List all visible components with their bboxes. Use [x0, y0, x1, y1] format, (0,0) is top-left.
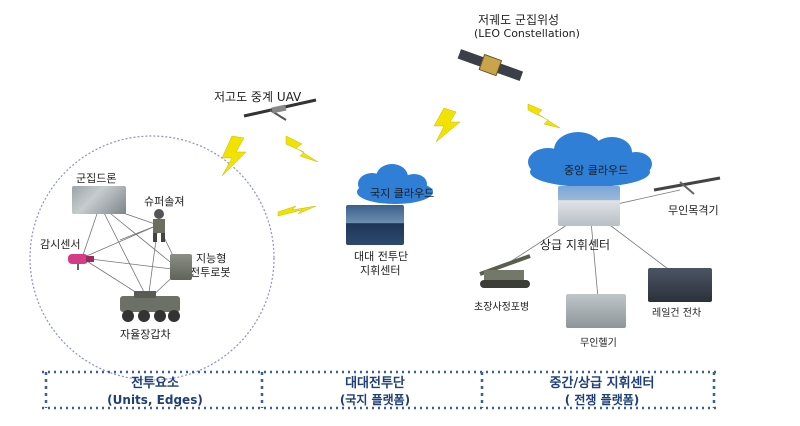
swarm-drone-label: 군집드론 — [76, 172, 117, 185]
leo-satellite-icon — [455, 48, 525, 84]
intelligent-robot-label-2: 전투로봇 — [190, 266, 231, 279]
leo-title: 저궤도 군집위성 — [478, 13, 560, 27]
section-title: 대대전투단 — [345, 376, 405, 391]
autonomous-vehicle-icon — [114, 290, 186, 324]
section-command-center: 중간/상급 지휘센터 ( 전쟁 플랫폼) — [512, 375, 692, 409]
central-cloud — [528, 132, 652, 187]
central-cloud-label: 중앙 클라우드 — [564, 164, 629, 177]
railgun-tank-label: 레일건 전차 — [652, 308, 702, 319]
intelligent-robot-image — [170, 254, 192, 280]
section-title: 전투요소 — [131, 376, 179, 391]
local-cloud — [357, 164, 433, 204]
intelligent-robot-label-1: 지능형 — [196, 252, 227, 265]
upper-center-image — [558, 186, 620, 226]
lightning-bolt-3 — [277, 205, 317, 217]
battalion-center-label-1: 대대 전투단 — [354, 250, 409, 263]
local-cloud-label: 국지 클라우드 — [370, 187, 435, 200]
section-subtitle: ( 전쟁 플랫폼) — [564, 393, 640, 407]
railgun-tank-image — [648, 268, 712, 302]
leo-subtitle: (LEO Constellation) — [474, 27, 580, 40]
section-combat-elements: 전투요소 (Units, Edges) — [80, 375, 230, 409]
relay-uav-label: 저고도 중계 UAV — [214, 90, 302, 104]
super-soldier-icon — [148, 208, 170, 242]
lightning-bolt-1 — [221, 135, 247, 177]
artillery-label: 초장사정포병 — [474, 302, 530, 313]
relay-uav-icon — [240, 94, 320, 124]
autonomous-vehicle-label: 자율장갑차 — [120, 328, 171, 341]
artillery-icon — [470, 254, 540, 290]
section-subtitle: (국지 플랫폼) — [339, 393, 411, 407]
unmanned-attack-icon — [650, 172, 724, 198]
super-soldier-label: 슈퍼솔져 — [144, 195, 185, 208]
lightning-bolt-4 — [433, 107, 461, 143]
surveillance-sensor-icon — [64, 250, 98, 270]
section-subtitle: (Units, Edges) — [107, 393, 203, 407]
battalion-center-label-2: 지휘센터 — [360, 264, 401, 277]
swarm-drone-image — [72, 186, 126, 214]
lightning-bolt-5 — [527, 103, 561, 129]
battalion-center-image — [346, 205, 404, 245]
lightning-bolt-2 — [285, 135, 319, 163]
combat-elements-circle — [29, 135, 275, 381]
section-battalion: 대대전투단 (국지 플랫폼) — [300, 375, 450, 409]
unmanned-attack-label: 무인목격기 — [668, 204, 719, 217]
surveillance-sensor-label: 감시센서 — [40, 238, 81, 251]
unmanned-heli-label: 무인헬기 — [580, 338, 617, 349]
section-title: 중간/상급 지휘센터 — [549, 376, 655, 391]
upper-center-label: 상급 지휘센터 — [540, 238, 611, 252]
unmanned-heli-image — [566, 294, 626, 328]
lightning-bolts — [221, 103, 561, 217]
